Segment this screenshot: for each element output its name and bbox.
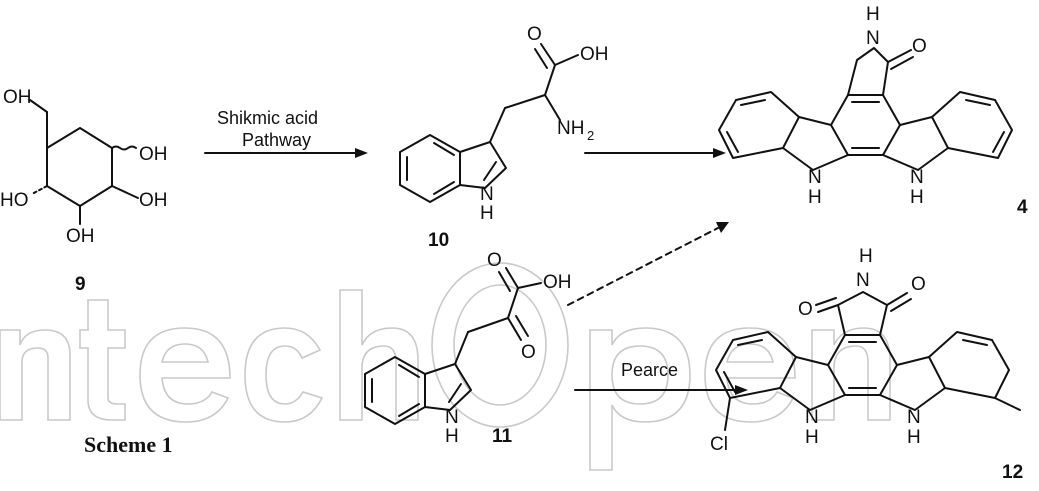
atom-n-11: N bbox=[445, 407, 459, 428]
arrow-10-to-4 bbox=[584, 148, 726, 158]
atom-h-12b: H bbox=[805, 427, 819, 448]
atom-n-10: N bbox=[480, 184, 494, 205]
arrow-11-to-4-dashed bbox=[567, 222, 729, 306]
compound-9-structure: OH OH OH HO OH 9 bbox=[0, 87, 168, 295]
compound-12-structure: H N O O N H N H Cl 12 bbox=[710, 246, 1023, 483]
atom-h-10: H bbox=[480, 203, 494, 224]
arrow-label-pathway: Pathway bbox=[242, 130, 311, 150]
atom-h-4a: H bbox=[866, 4, 880, 25]
compound-label-9: 9 bbox=[75, 274, 86, 295]
atom-oh-10: OH bbox=[580, 44, 609, 65]
atom-n-12b: N bbox=[805, 407, 819, 428]
atom-n-4b: N bbox=[808, 167, 822, 188]
atom-h-12a: H bbox=[859, 246, 873, 267]
atom-cl-12a: Cl bbox=[710, 434, 728, 455]
compound-label-11: 11 bbox=[492, 426, 513, 447]
atom-n-12c: N bbox=[907, 407, 921, 428]
atom-n-12a: N bbox=[856, 270, 870, 291]
atom-n-4c: N bbox=[910, 167, 924, 188]
scheme-caption: Scheme 1 bbox=[84, 432, 173, 457]
arrow-9-to-10: Shikmic acid Pathway bbox=[204, 108, 368, 158]
compound-11-structure: O OH O N H 11 bbox=[364, 250, 572, 447]
atom-o-10: O bbox=[527, 24, 542, 45]
compound-10-structure: O OH NH 2 N H 10 bbox=[399, 24, 609, 251]
atom-h-4c: H bbox=[910, 187, 924, 208]
atom-nh2-10: NH bbox=[557, 118, 584, 139]
compound-label-10: 10 bbox=[428, 230, 449, 251]
compound-label-4: 4 bbox=[1017, 197, 1028, 218]
atom-o-12b: O bbox=[911, 274, 926, 295]
arrow-11-to-12: Pearce bbox=[574, 360, 748, 395]
atom-oh-9d: OH bbox=[66, 226, 95, 247]
watermark-logo bbox=[0, 262, 891, 471]
atom-n-4a: N bbox=[866, 28, 880, 49]
arrow-label-pearce: Pearce bbox=[621, 360, 678, 380]
compound-4-structure: H N O N H N H 4 bbox=[718, 4, 1028, 218]
arrow-label-shikimic: Shikmic acid bbox=[217, 108, 318, 128]
atom-oh-9c: OH bbox=[139, 190, 168, 211]
atom-h-4b: H bbox=[808, 187, 822, 208]
atom-o-12a: O bbox=[798, 299, 813, 320]
compound-label-12: 12 bbox=[1002, 462, 1023, 483]
atom-h-11: H bbox=[445, 426, 459, 447]
atom-o-11b: O bbox=[521, 342, 536, 363]
atom-oh-11: OH bbox=[543, 272, 572, 293]
atom-ho-9: HO bbox=[0, 190, 29, 211]
atom-oh-9b: OH bbox=[139, 144, 168, 165]
atom-nh2-subscript-10: 2 bbox=[587, 128, 594, 143]
atom-o-4: O bbox=[912, 36, 927, 57]
atom-o-11a: O bbox=[487, 250, 502, 271]
atom-h-12c: H bbox=[907, 427, 921, 448]
atom-oh-9a: OH bbox=[3, 87, 32, 108]
